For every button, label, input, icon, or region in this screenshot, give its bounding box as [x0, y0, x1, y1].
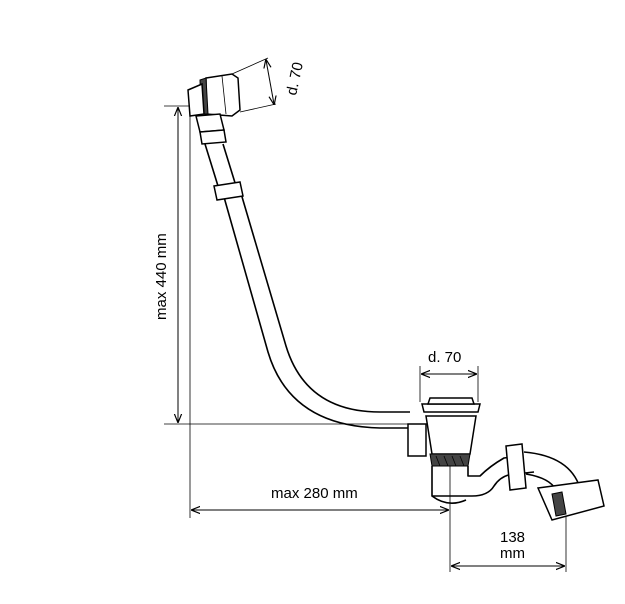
overflow-diameter-dimension: d. 70 — [231, 57, 307, 113]
overflow-cover — [199, 73, 241, 117]
overflow-pipe — [204, 143, 410, 429]
max-height-label: max 440 mm — [153, 233, 170, 320]
trap-offset-unit: mm — [500, 545, 525, 562]
waste-body — [407, 415, 477, 467]
trap-offset-value: 138 — [500, 529, 525, 546]
waste-diameter-dimension: d. 70 — [419, 349, 479, 402]
max-length-label: max 280 mm — [271, 485, 358, 502]
max-height-dimension: max 440 mm — [153, 105, 410, 425]
max-length-dimension: max 280 mm — [189, 112, 451, 572]
overflow-body — [187, 82, 227, 145]
trap-offset-dimension: 138 mm — [452, 516, 567, 572]
waste-diameter-label: d. 70 — [428, 349, 461, 366]
overflow-diameter-label: d. 70 — [283, 61, 307, 97]
waste-plug — [421, 397, 481, 413]
trap — [431, 443, 605, 521]
